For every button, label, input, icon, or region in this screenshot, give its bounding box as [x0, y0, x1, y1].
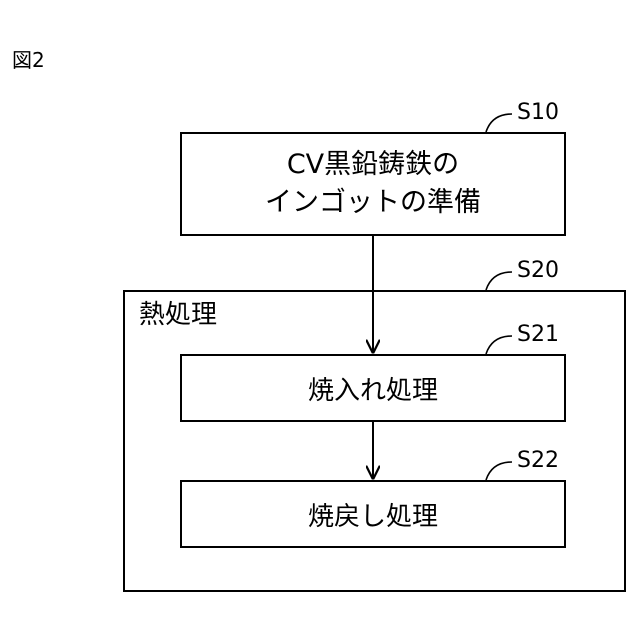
- step-s22-box: 焼戻し処理: [180, 480, 566, 548]
- leader-s10: [486, 114, 512, 132]
- step-s21-label: 焼入れ処理: [308, 370, 438, 407]
- step-s22-id: S22: [517, 448, 559, 474]
- step-s21-id: S21: [517, 322, 559, 348]
- step-s10-id: S10: [517, 100, 559, 126]
- step-s10-line1: CV黒鉛鋳鉄の: [287, 146, 459, 184]
- step-s10-line2: インゴットの準備: [265, 184, 481, 222]
- step-s21-box: 焼入れ処理: [180, 354, 566, 422]
- step-s20-id: S20: [517, 258, 559, 284]
- heat-treatment-title: 熱処理: [139, 299, 217, 331]
- step-s22-label: 焼戻し処理: [308, 496, 438, 533]
- figure-label: 図2: [12, 48, 45, 72]
- leader-s20: [486, 272, 512, 290]
- step-s10-box: CV黒鉛鋳鉄の インゴットの準備: [180, 132, 566, 236]
